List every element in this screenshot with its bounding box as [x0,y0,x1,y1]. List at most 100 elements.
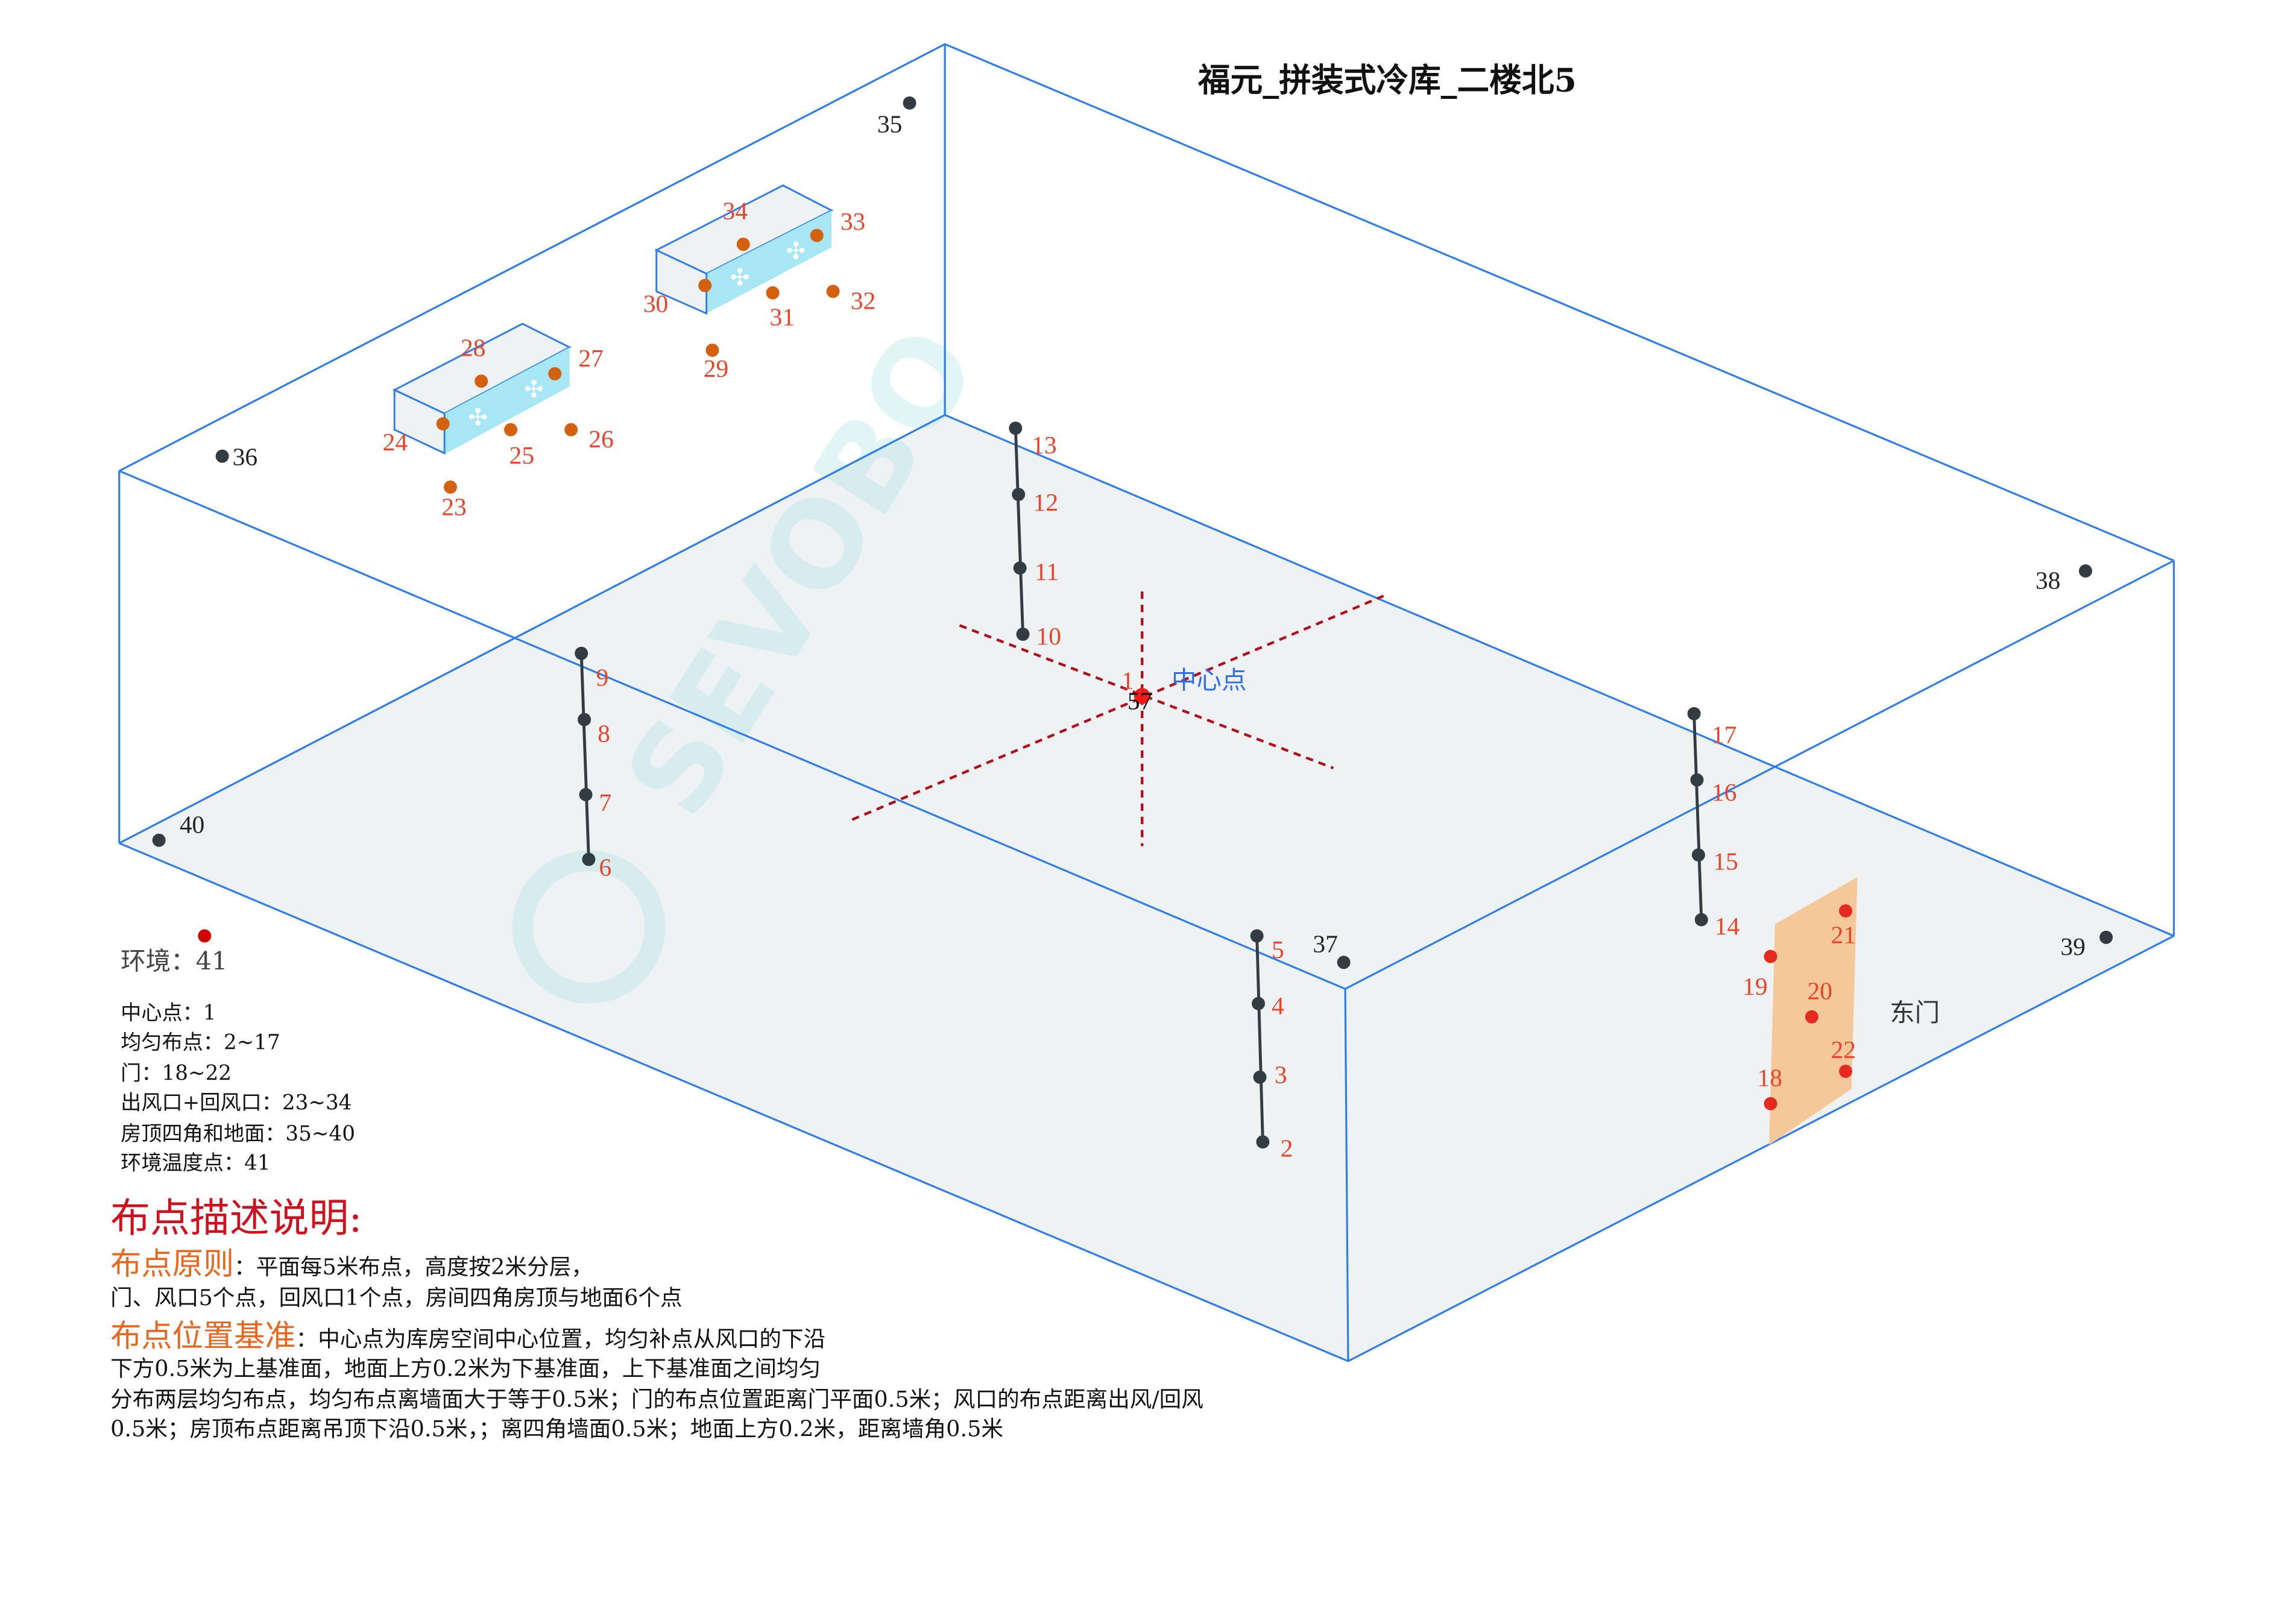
point-17-marker [1687,707,1701,720]
point-9-marker [575,646,588,660]
point-31-label: 31 [770,303,795,330]
point-4-marker [1252,996,1266,1010]
point-33-label: 33 [840,207,865,235]
point-26-marker [564,423,578,436]
point-38-marker [2078,564,2092,578]
point-35-label: 35 [877,110,902,138]
point-25-marker [504,423,518,436]
door-label: 东门 [1890,998,1940,1027]
point-31-marker [766,286,780,300]
point-6-marker [582,852,596,866]
point-12-label: 12 [1033,488,1058,516]
page-title: 福元_拼装式冷库_二楼北5 [1197,61,1577,99]
principle-label: 布点原则 [110,1246,234,1282]
point-20-label: 20 [1808,977,1832,1004]
basis-line-1: 布点位置基准：中心点为库房空间中心位置，均匀补点从风口的下沿 [110,1318,825,1355]
point-34-marker [736,238,750,251]
point-22-label: 22 [1831,1036,1856,1063]
point-7-marker [579,788,593,802]
basis-text: ：中心点为库房空间中心位置，均匀补点从风口的下沿 [296,1326,826,1352]
basis-label: 布点位置基准 [110,1318,296,1355]
point-14-label: 14 [1715,912,1740,940]
legend-item: 环境温度点：41 [121,1151,270,1176]
point-10-label: 10 [1036,622,1061,650]
point-1-label: 1 [1121,666,1134,694]
point-3-marker [1253,1070,1267,1084]
point-27-marker [548,367,562,380]
legend: 中心点：1 均匀布点：2~17 门：18~22 出风口+回风口：23~34 房顶… [121,1001,355,1176]
point-29-label: 29 [704,354,728,382]
air-cooler-unit-1: ✣ ✣ [392,323,572,455]
env-point-41 [198,929,212,943]
point-27-label: 27 [578,344,603,372]
point-38-label: 38 [2036,566,2060,594]
point-12-marker [1012,488,1026,502]
fan-icon: ✣ [524,376,544,403]
legend-item: 出风口+回风口：23~34 [121,1091,352,1115]
point-30-marker [698,279,712,292]
point-8-label: 8 [598,719,610,747]
point-16-label: 16 [1712,778,1736,806]
point-24-marker [436,417,450,430]
point-24-label: 24 [383,428,408,456]
fan-icon: ✣ [468,404,488,431]
principle-text: ：平面每5米布点，高度按2米分层， [234,1254,593,1280]
floor [119,415,2174,1361]
point-7-label: 7 [599,789,612,816]
point-15-label: 15 [1713,848,1738,875]
room-box-edges [118,43,2175,1362]
legend-item: 中心点：1 [121,1001,216,1025]
point-21-label: 21 [1831,921,1856,949]
point-2-label: 2 [1281,1135,1293,1162]
description: 布点描述说明: 布点原则：平面每5米布点，高度按2米分层， 门、风口5个点，回风… [110,1195,1203,1441]
legend-item: 均匀布点：2~17 [121,1030,280,1054]
point-21-marker [1839,904,1853,918]
point-13-marker [1009,421,1023,435]
point-57-label: 57 [1128,687,1152,715]
point-29-marker [705,343,719,357]
air-cooler-unit-2: ✣ ✣ [654,184,834,315]
principle-line-1: 布点原则：平面每5米布点，高度按2米分层， [110,1246,593,1282]
point-23-marker [443,480,457,494]
point-25-label: 25 [509,441,534,469]
point-18-label: 18 [1758,1063,1782,1091]
point-35-marker [903,96,916,110]
basis-line-3: 分布两层均匀布点，均匀布点离墙面大于等于0.5米；门的布点位置距离门平面0.5米… [110,1387,1203,1412]
fan-icon: ✣ [786,238,806,265]
point-11-label: 11 [1035,558,1059,585]
point-28-marker [475,374,488,388]
point-37-label: 37 [1313,930,1337,957]
point-22-marker [1839,1065,1853,1078]
probe-poles [579,428,1703,1142]
point-5-marker [1250,929,1264,943]
point-13-label: 13 [1032,431,1056,459]
point-23-label: 23 [441,493,466,520]
point-4-label: 4 [1272,992,1284,1019]
point-19-marker [1764,949,1777,963]
principle-line-2: 门、风口5个点，回风口1个点，房间四角房顶与地面6个点 [110,1285,683,1311]
env-label: 环境：41 [121,946,227,976]
point-16-marker [1690,773,1704,787]
point-36-label: 36 [233,442,257,470]
point-40-marker [152,833,166,847]
fan-icon: ✣ [730,265,750,292]
point-15-marker [1691,848,1705,862]
point-40-label: 40 [180,811,204,839]
point-14-marker [1694,913,1708,927]
point-28-label: 28 [461,334,485,362]
point-39-label: 39 [2060,933,2085,960]
point-39-marker [2099,930,2113,944]
center-point-label: 中心点 [1172,665,1246,694]
basis-line-2: 下方0.5米为上基准面，地面上方0.2米为下基准面，上下基准面之间均匀 [110,1355,821,1381]
basis-line-4: 0.5米；房顶布点距离吊顶下沿0.5米，；离四角墙面0.5米；地面上方0.2米，… [110,1415,1003,1441]
point-34-label: 34 [723,197,748,225]
point-6-label: 6 [599,853,612,881]
point-32-marker [826,285,840,298]
point-11-marker [1013,561,1027,575]
description-heading: 布点描述说明: [110,1195,362,1241]
legend-item: 房顶四角和地面：35~40 [121,1122,355,1146]
point-2-marker [1256,1135,1270,1149]
point-9-label: 9 [596,664,609,691]
